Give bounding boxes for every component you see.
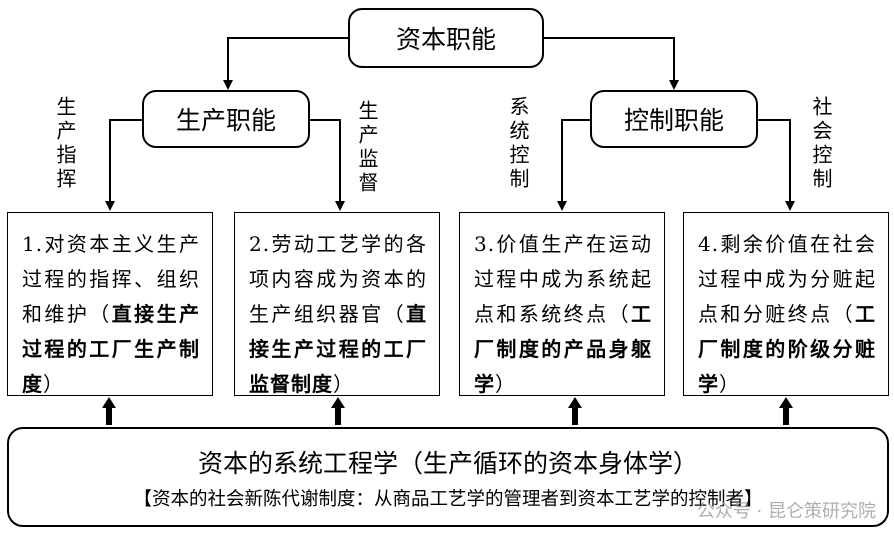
left-to-box1-arrow bbox=[105, 119, 142, 211]
right-to-box4-arrow bbox=[758, 119, 795, 211]
box1-bold: 直接生产过程的工厂生产制度 bbox=[22, 302, 201, 396]
edge-label-production-command: 生产指挥 bbox=[53, 96, 77, 192]
function-box-4: 4.剩余价值在社会过程中成为分赃起点和分赃终点（工厂制度的阶级分赃学） bbox=[683, 212, 889, 396]
function-box-2: 2.劳动工艺学的各项内容成为资本的生产组织器官（直接生产过程的工厂监督制度） bbox=[234, 212, 440, 396]
function-box-3: 3.价值生产在运动过程中成为系统起点和系统终点（工厂制度的产品身躯学） bbox=[459, 212, 665, 396]
box3-text: 3.价值生产在运动过程中成为系统起点和系统终点（ bbox=[474, 232, 652, 326]
left-to-box2-arrow bbox=[310, 119, 345, 211]
box4-end: ） bbox=[719, 372, 740, 396]
right-to-box3-arrow bbox=[557, 119, 590, 211]
watermark: 公众号 · 昆仑策研究院 bbox=[696, 501, 876, 522]
root-node: 资本职能 bbox=[348, 8, 544, 68]
box3-bold: 工厂制度的产品身躯学 bbox=[474, 302, 652, 396]
edge-label-social-control: 社会控制 bbox=[809, 96, 833, 192]
up-arrow-3 bbox=[568, 397, 582, 425]
edge-label-production-supervision: 生产监督 bbox=[355, 100, 379, 196]
systems-engineering-box: 资本的系统工程学（生产循环的资本身体学） 【资本的社会新陈代谢制度：从商品工艺学… bbox=[7, 427, 889, 527]
box3-end: ） bbox=[495, 372, 516, 396]
box2-bold: 直接生产过程的工厂监督制度 bbox=[249, 302, 427, 396]
control-function-node: 控制职能 bbox=[590, 90, 758, 148]
box2-end: ） bbox=[333, 372, 354, 396]
box1-text: 1.对资本主义生产过程的指挥、组织和维护（ bbox=[22, 232, 200, 326]
box1-end: ） bbox=[43, 372, 64, 396]
production-function-node: 生产职能 bbox=[142, 90, 310, 148]
root-to-right-arrow bbox=[544, 37, 679, 90]
box2-text: 2.劳动工艺学的各项内容成为资本的生产组织器官（ bbox=[249, 232, 427, 326]
up-arrow-2 bbox=[331, 397, 345, 425]
box4-bold: 工厂制度的阶级分赃学 bbox=[698, 302, 876, 396]
bottom-title: 资本的系统工程学（生产循环的资本身体学） bbox=[197, 449, 698, 478]
up-arrow-4 bbox=[779, 397, 793, 425]
bottom-subtitle: 【资本的社会新陈代谢制度：从商品工艺学的管理者到资本工艺学的控制者】 bbox=[133, 489, 763, 510]
up-arrow-1 bbox=[102, 397, 116, 425]
function-box-1: 1.对资本主义生产过程的指挥、组织和维护（直接生产过程的工厂生产制度） bbox=[7, 212, 213, 396]
root-to-left-arrow bbox=[223, 37, 348, 90]
box4-text: 4.剩余价值在社会过程中成为分赃起点和分赃终点（ bbox=[698, 232, 876, 326]
edge-label-system-control: 系统控制 bbox=[506, 96, 530, 192]
